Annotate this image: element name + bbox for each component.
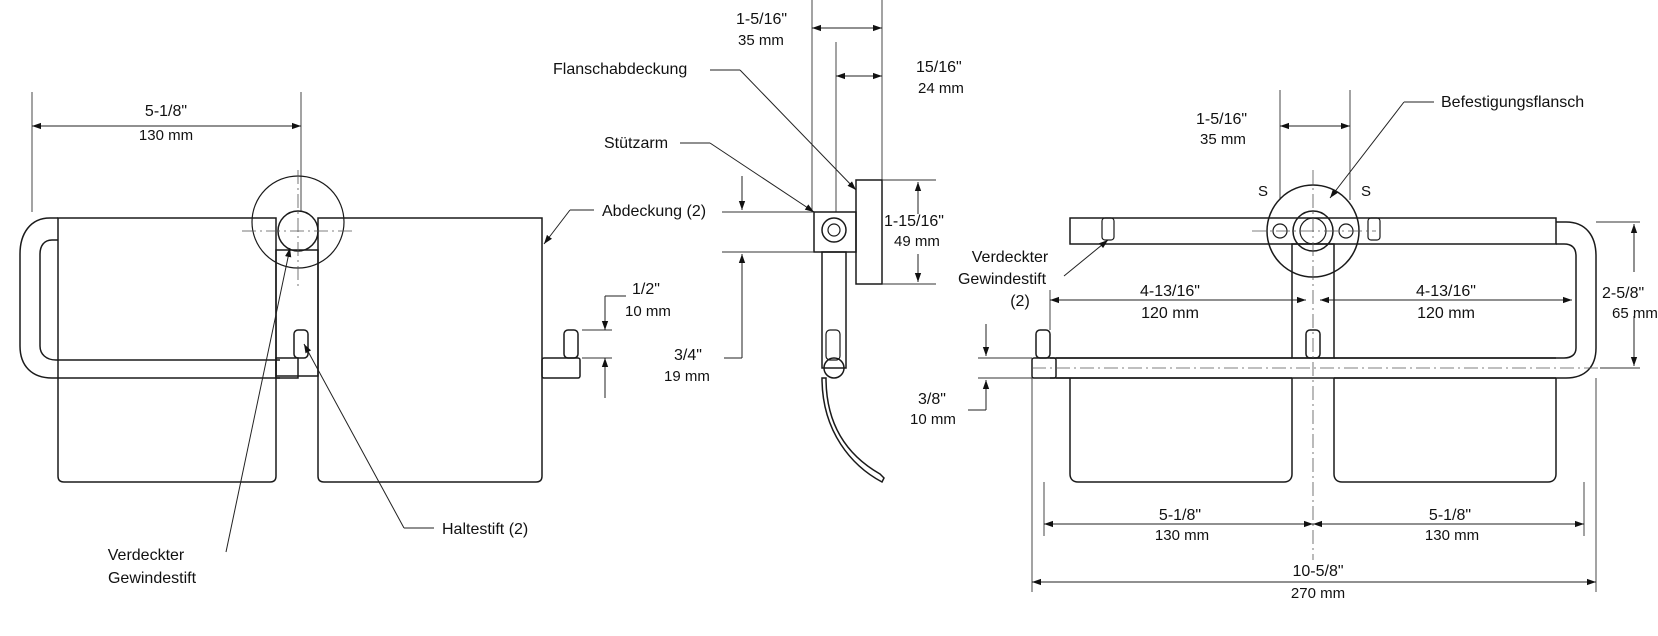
right-handle-outer xyxy=(1050,221,1597,379)
right-label-setscrew-line2: Gewindestift xyxy=(958,271,1047,288)
label-holding-pin: Haltestift (2) xyxy=(442,521,528,538)
right-inner-left-metric: 120 mm xyxy=(1141,305,1199,322)
right-label-setscrew-line3: (2) xyxy=(1010,293,1030,310)
side-height-metric: 49 mm xyxy=(894,233,940,250)
s-mark-right: S xyxy=(1361,183,1371,200)
setscrew-callout-leader xyxy=(225,247,292,553)
left-handle-outer xyxy=(19,217,280,379)
side-holding-pin xyxy=(825,329,841,361)
right-rod-imperial: 3/8" xyxy=(918,391,946,408)
support-arm-leader xyxy=(709,142,815,213)
mount-flange-leader xyxy=(1329,101,1405,199)
right-cover-1 xyxy=(1069,378,1293,483)
left-pin-imperial: 1/2" xyxy=(632,281,660,298)
side-cover-curve xyxy=(821,377,885,484)
left-rod-end xyxy=(541,357,581,379)
side-arm-pin xyxy=(821,217,847,243)
side-flange-imperial: 15/16" xyxy=(916,59,962,76)
right-view: 1-5/16" 35 mm Befestigungsflansch S S xyxy=(910,90,1658,602)
left-rod-section xyxy=(275,357,299,379)
left-width-metric: 130 mm xyxy=(139,127,193,144)
side-top-imperial: 1-5/16" xyxy=(736,11,787,28)
side-top-metric: 35 mm xyxy=(738,32,784,49)
right-inner-right-imperial: 4-13/16" xyxy=(1416,283,1476,300)
right-half-right-metric: 130 mm xyxy=(1425,527,1479,544)
left-center-post xyxy=(275,249,319,377)
right-label-setscrew-line1: Verdeckter xyxy=(972,249,1049,266)
right-depth-imperial: 2-5/8" xyxy=(1602,285,1644,302)
right-handle-inner xyxy=(1050,243,1577,359)
left-pin-metric: 10 mm xyxy=(625,303,671,320)
left-cover-1 xyxy=(57,217,277,483)
side-view: 1-5/16" 35 mm 15/16" 24 mm 1-15/16" 49 m… xyxy=(553,0,964,484)
flange-cover-leader xyxy=(739,69,857,191)
right-half-left-metric: 130 mm xyxy=(1155,527,1209,544)
left-handle-inner xyxy=(39,239,280,361)
side-support-arm xyxy=(821,251,847,369)
label-support-arm: Stützarm xyxy=(604,135,668,152)
side-arm-imperial: 3/4" xyxy=(674,347,702,364)
label-cover: Abdeckung (2) xyxy=(602,203,706,220)
right-depth-metric: 65 mm xyxy=(1612,305,1658,322)
side-arm-metric: 19 mm xyxy=(664,368,710,385)
right-rod-metric: 10 mm xyxy=(910,411,956,428)
right-holding-pin xyxy=(563,329,579,359)
right-half-right-imperial: 5-1/8" xyxy=(1429,507,1471,524)
right-half-left-imperial: 5-1/8" xyxy=(1159,507,1201,524)
right-holding-pin-left xyxy=(1035,329,1051,359)
left-width-imperial: 5-1/8" xyxy=(145,103,187,120)
right-setscrew-leader xyxy=(1063,239,1109,277)
right-total-imperial: 10-5/8" xyxy=(1292,563,1343,580)
side-height-imperial: 1-15/16" xyxy=(884,213,944,230)
pin-callout-leader xyxy=(303,343,405,529)
cover-callout-leader xyxy=(543,209,571,245)
right-top-metric: 35 mm xyxy=(1200,131,1246,148)
side-flange-cover xyxy=(855,179,883,285)
label-mount-flange: Befestigungsflansch xyxy=(1441,94,1584,111)
side-arm-pin-inner xyxy=(827,223,841,237)
right-setscrew-right xyxy=(1367,217,1381,241)
left-view: 5-1/8" 130 mm 1/2" 10 mm Abdeckung ( xyxy=(19,92,706,587)
right-inner-right-metric: 120 mm xyxy=(1417,305,1475,322)
right-top-imperial: 1-5/16" xyxy=(1196,111,1247,128)
right-setscrew-left xyxy=(1101,217,1115,241)
label-setscrew-line1: Verdeckter xyxy=(108,547,185,564)
label-setscrew-line2: Gewindestift xyxy=(108,570,197,587)
right-inner-left-imperial: 4-13/16" xyxy=(1140,283,1200,300)
label-flange-cover: Flanschabdeckung xyxy=(553,61,687,78)
side-flange-metric: 24 mm xyxy=(918,80,964,97)
right-total-metric: 270 mm xyxy=(1291,585,1345,602)
side-rod-end xyxy=(823,357,845,379)
s-mark-left: S xyxy=(1258,183,1268,200)
left-cover-2 xyxy=(317,217,543,483)
left-holding-pin xyxy=(293,329,309,359)
right-cover-2 xyxy=(1333,378,1557,483)
